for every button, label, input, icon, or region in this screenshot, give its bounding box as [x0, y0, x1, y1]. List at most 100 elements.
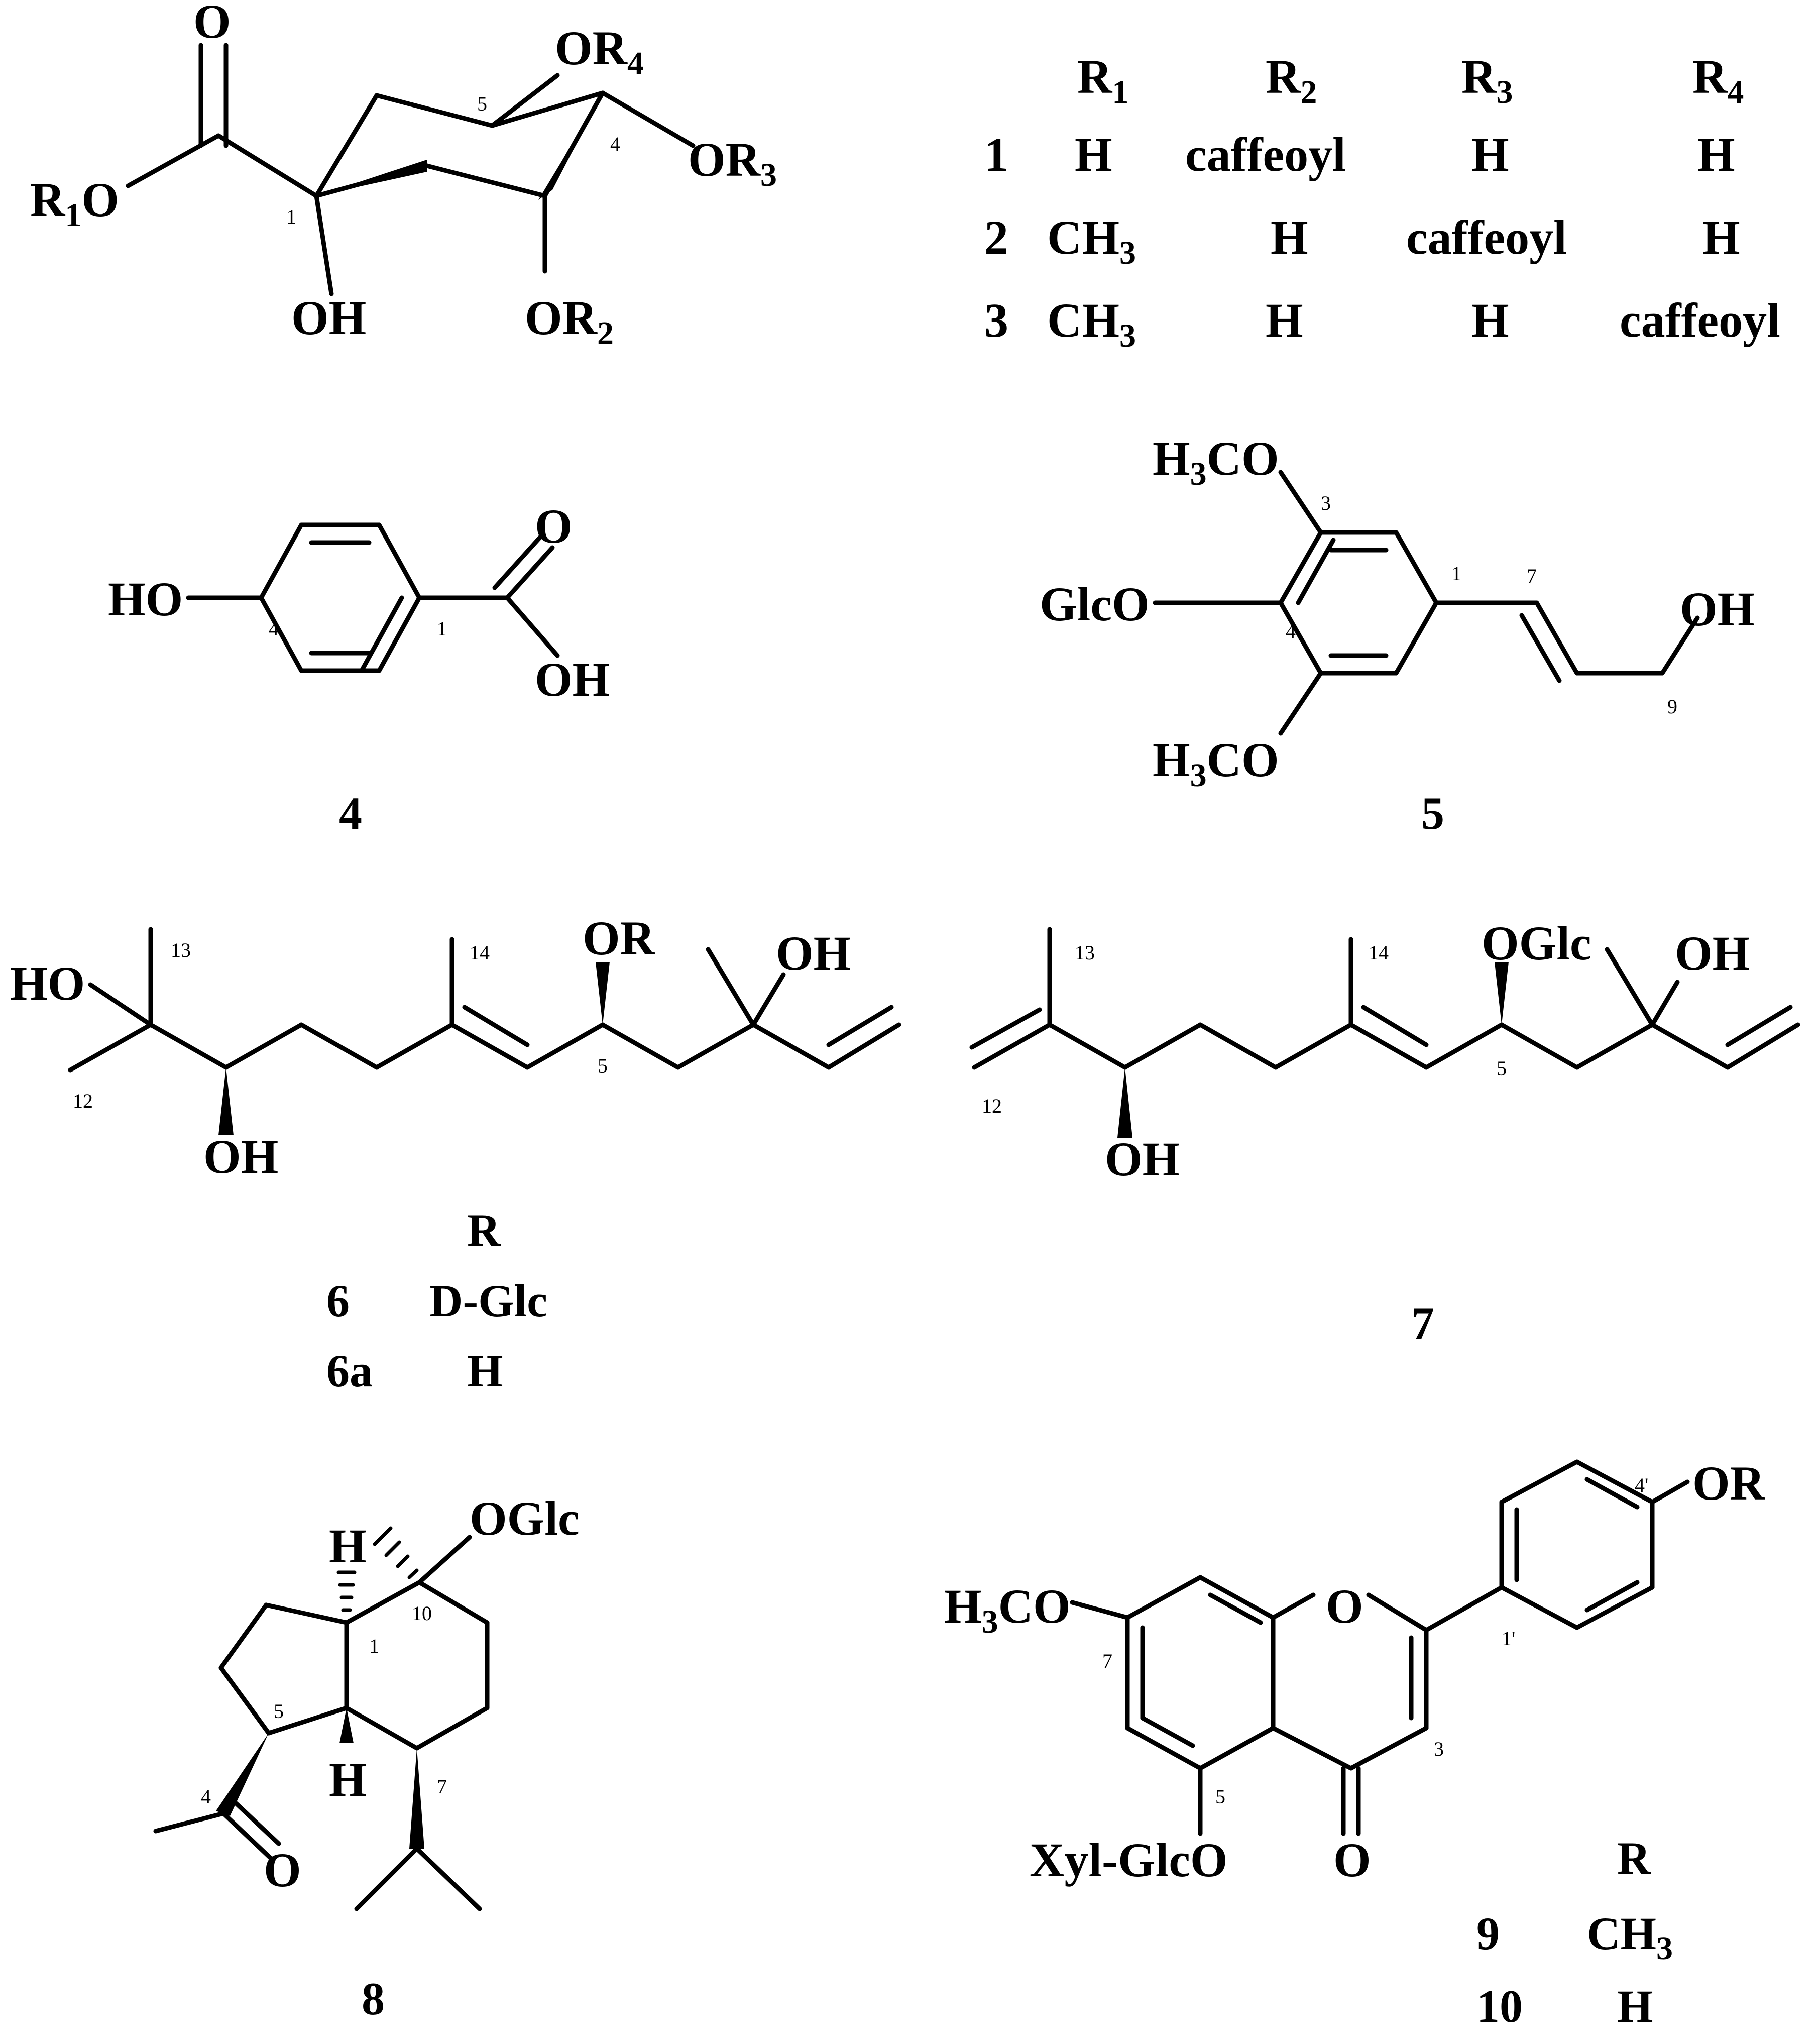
row-id: 2 — [984, 210, 1008, 264]
h-bottom: H — [329, 1753, 367, 1806]
row-id: 1 — [984, 128, 1008, 181]
row-id: 10 — [1476, 1981, 1523, 2032]
compound-label: 4 — [339, 788, 362, 839]
row-r4: caffeoyl — [1620, 293, 1780, 347]
table-header: R — [1617, 1833, 1651, 1884]
row-r1: CH3 — [1047, 210, 1136, 271]
row-r4: H — [1697, 128, 1735, 181]
locant-5: 5 — [598, 1054, 608, 1077]
carbonyl-oxygen: O — [193, 0, 231, 48]
header-r2: R2 — [1266, 50, 1317, 111]
row-r3: H — [1471, 293, 1509, 347]
structure-9-10: H3CO O OR Xyl-GlcO O 7 5 3 4' 1' R 9 CH3… — [944, 1456, 1766, 2032]
substituent-table-1-3: R1 R2 R3 R4 1 H caffeoyl H H 2 CH3 H caf… — [984, 50, 1780, 354]
oh-label: OH — [1680, 582, 1755, 636]
structure-8: H H OGlc O 10 1 5 4 7 8 — [153, 1491, 580, 2024]
locant-1-prime: 1' — [1502, 1627, 1515, 1650]
locant-12: 12 — [982, 1095, 1002, 1117]
locant-4: 4 — [1286, 620, 1296, 642]
h3co-top: H3CO — [1153, 432, 1279, 492]
or-label: OR — [583, 911, 656, 965]
locant-7: 7 — [1102, 1650, 1112, 1672]
row-r4: H — [1702, 210, 1740, 264]
locant-7: 7 — [437, 1775, 447, 1798]
compound-label: 7 — [1411, 1298, 1434, 1349]
structure-7: OGlc OH OH 13 14 12 5 7 — [969, 916, 1800, 1349]
row-r2: H — [1266, 293, 1303, 347]
carbonyl-o: O — [535, 499, 573, 553]
locant-4: 4 — [201, 1785, 211, 1808]
carbonyl-o: O — [264, 1843, 301, 1897]
ho-label: HO — [10, 956, 85, 1010]
r1o-label: R1O — [30, 173, 119, 234]
h3co-bottom: H3CO — [1153, 733, 1279, 794]
row-r: D-Glc — [429, 1275, 547, 1326]
locant-5: 5 — [1497, 1057, 1507, 1080]
or2-label: OR2 — [525, 291, 614, 352]
row-id: 6 — [326, 1275, 350, 1326]
row-r: H — [1617, 1981, 1653, 2032]
header-r3: R3 — [1461, 50, 1513, 111]
or-label: OR — [1692, 1456, 1766, 1510]
oh-top: OH — [1675, 926, 1750, 980]
oglc-label: OGlc — [1482, 916, 1591, 970]
locant-3: 3 — [1321, 492, 1331, 514]
row-r1: H — [1075, 128, 1112, 181]
substituent-table-9-10: R 9 CH3 10 H — [1476, 1833, 1673, 2032]
locant-7: 7 — [1527, 565, 1537, 587]
row-r3: H — [1471, 128, 1509, 181]
oh-bottom: OH — [1105, 1132, 1180, 1186]
hashed-bond-h1 — [336, 1570, 357, 1612]
oh-label: OH — [291, 291, 366, 345]
locant-1: 1 — [369, 1635, 379, 1657]
locant-13: 13 — [171, 939, 191, 961]
locant-4: 4 — [269, 617, 279, 640]
locant-5: 5 — [1215, 1785, 1225, 1808]
oh-label: OH — [535, 653, 610, 706]
compound-label: 5 — [1421, 788, 1444, 839]
locant-14: 14 — [470, 941, 490, 964]
locant-4-prime: 4' — [1635, 1474, 1648, 1496]
row-r: CH3 — [1587, 1908, 1673, 1967]
structure-5: H3CO GlcO OH H3CO 3 1 7 4 9 5 — [1040, 432, 1755, 839]
locant-1: 1 — [1451, 562, 1461, 585]
h-top: H — [329, 1519, 367, 1573]
row-id: 6a — [326, 1345, 373, 1397]
hashed-bond-methyl — [373, 1526, 419, 1579]
locant-10: 10 — [412, 1602, 432, 1625]
locant-12: 12 — [73, 1090, 93, 1112]
locant-1: 1 — [286, 205, 296, 228]
glco-label: GlcO — [1040, 577, 1150, 631]
row-r3: caffeoyl — [1406, 210, 1567, 264]
structure-quinic-acid: O OR4 R1O OR3 OH OR2 5 4 1 — [30, 0, 777, 352]
ketone-oxygen: O — [1333, 1833, 1371, 1887]
ho-label: HO — [108, 572, 183, 626]
structure-4: HO O OH 4 1 4 — [108, 499, 610, 839]
substituent-table-6: R 6 D-Glc 6a H — [326, 1205, 547, 1397]
locant-4: 4 — [610, 133, 620, 155]
oh-bottom: OH — [203, 1130, 278, 1184]
locant-13: 13 — [1075, 941, 1095, 964]
locant-3: 3 — [1434, 1738, 1444, 1760]
row-id: 3 — [984, 293, 1008, 347]
compound-label: 8 — [362, 1973, 385, 2024]
structure-6: HO OR OH OH 13 14 12 5 R 6 D-Glc 6a H — [10, 911, 901, 1397]
row-id: 9 — [1476, 1908, 1500, 1959]
header-r4: R4 — [1692, 50, 1744, 111]
row-r1: CH3 — [1047, 293, 1136, 354]
locant-5: 5 — [274, 1700, 284, 1723]
locant-5: 5 — [477, 92, 487, 115]
locant-9: 9 — [1667, 695, 1677, 718]
row-r2: caffeoyl — [1185, 128, 1346, 181]
xyl-glc-label: Xyl-GlcO — [1030, 1833, 1228, 1887]
oh-top: OH — [776, 926, 851, 980]
ring-oxygen: O — [1326, 1579, 1363, 1633]
row-r2: H — [1271, 210, 1308, 264]
header-r1: R1 — [1077, 50, 1128, 111]
locant-1: 1 — [437, 617, 447, 640]
or3-label: OR3 — [688, 133, 777, 193]
row-r: H — [467, 1345, 503, 1397]
h3co-label: H3CO — [944, 1579, 1071, 1640]
locant-14: 14 — [1369, 941, 1389, 964]
